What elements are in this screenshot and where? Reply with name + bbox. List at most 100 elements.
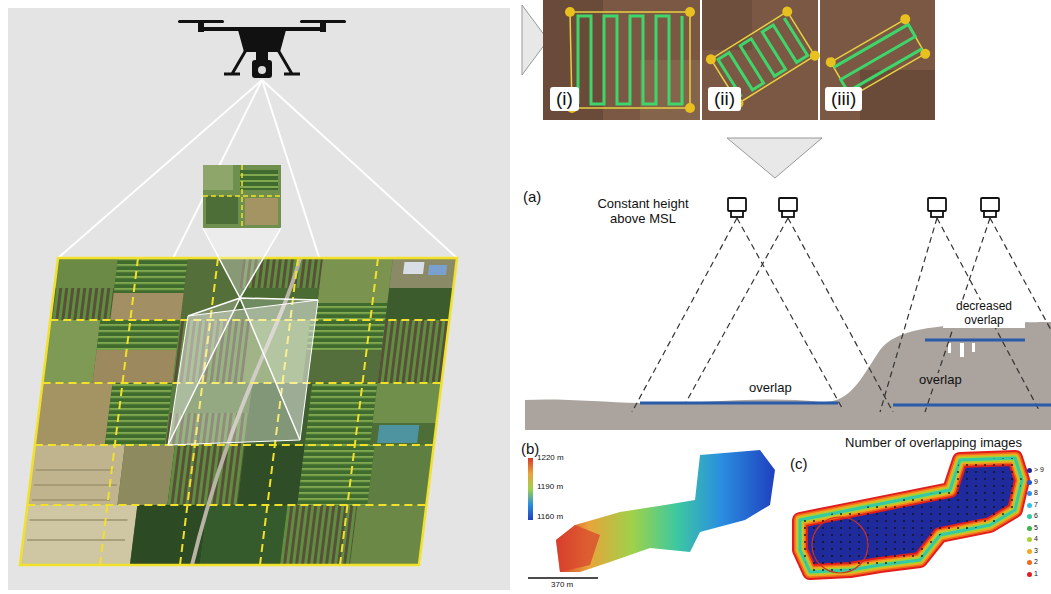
flight-path-iii [831,19,925,97]
drone-icon [198,22,204,32]
aerial-photo [50,288,114,320]
overlap-map [800,458,1022,572]
flight-path-i [570,12,690,108]
camera-icon [981,198,999,211]
camera-footprint [737,218,842,408]
aerial-photo [20,258,457,565]
projection-cone [168,300,318,445]
annotation: Constant height above MSL [578,197,708,227]
elevation-map [528,577,598,579]
legend-text: 4 [1034,535,1038,543]
overlap-map [800,458,1022,572]
aerial-photo [378,320,450,383]
terrain [972,343,975,352]
small-photo [245,198,278,225]
view-lines [20,80,457,565]
drone-icon [178,20,346,78]
elevation-map [556,525,600,572]
aerial-photo [167,445,244,505]
aerial-photo [54,258,118,288]
flight-photos [543,0,603,120]
scale-label: 370 m [551,580,573,589]
aerial-photo [237,445,304,505]
camera-icon [984,211,996,217]
camera-footprint [685,218,788,404]
projection-cone [168,298,318,445]
aerial-photo [315,303,387,320]
legend-swatch [1027,526,1032,531]
overlap-map [800,458,1022,572]
drone-icon [238,30,286,52]
camera-icon [782,211,794,217]
overlap-map [800,458,1022,572]
elevation-map [528,458,533,520]
aerial-photo [117,445,174,505]
projection-cone [168,228,318,445]
camera-icon [779,198,797,211]
annotation: overlap [917,373,964,388]
panel-label: (b) [521,440,539,457]
camera-footprint [632,218,737,412]
drone-icon [252,60,272,78]
small-photo [203,165,281,228]
camera-footprint [788,218,893,412]
drone-icon [258,66,266,74]
flight-path-ii [718,18,807,97]
camera-icon [928,198,946,211]
flight-path-ii [704,52,718,66]
flight-photos [543,0,935,120]
aerial-photo [20,258,457,565]
camera-icon [931,211,943,217]
aerial-photo [35,383,113,445]
flight-photos [818,0,820,120]
aerial-photo [367,445,433,505]
aerial-photo [377,425,419,443]
terrain [818,398,826,402]
legend-swatch [1027,549,1032,554]
flight-path-i [685,103,695,113]
aerial-photo [200,505,287,565]
aerial-photo [297,445,374,505]
small-photo [240,170,278,190]
overlap-map [812,517,868,573]
aerial-photo [20,258,457,565]
aerial-photo [403,262,424,274]
legend-text: 1 [1034,570,1038,578]
aerial-photo [373,383,442,423]
flight-photos [543,0,935,120]
flight-path-iii [898,12,912,26]
legend-swatch [1027,514,1032,519]
legend-text: 5 [1034,524,1038,532]
aerial-photo [20,505,137,565]
legend-swatch [1027,537,1032,542]
legend-swatch [1027,503,1032,508]
legend-text: 8 [1034,489,1038,497]
aerial-photo [428,265,447,275]
projection-cone [203,228,281,298]
camera-icon [728,198,999,217]
annotation: decreased overlap [943,300,1025,328]
flight-photos [700,0,702,120]
legend-swatch [1027,572,1032,577]
overlap-line [640,402,838,405]
flow-arrow [727,138,822,178]
aerial-photo [303,350,382,383]
flight-path-i [685,7,695,17]
panel-label: (c) [790,455,808,472]
aerial-photo [105,383,173,445]
panel-label: (ii) [708,87,741,111]
legend-swatch [1027,468,1032,473]
drone-icon [320,22,326,32]
flight-path-ii [780,5,794,19]
aerial-photo [43,320,101,383]
panel-label: (iii) [825,87,862,111]
aerial-photo [110,293,183,320]
flight-path-i [565,7,695,113]
aerial-photo [305,383,378,445]
small-photo [203,165,281,228]
flight-path-iii [834,24,922,91]
panel-title: Number of overlapping images [845,436,1022,451]
flight-path-iii [918,47,932,61]
flight-path-ii [704,5,822,111]
